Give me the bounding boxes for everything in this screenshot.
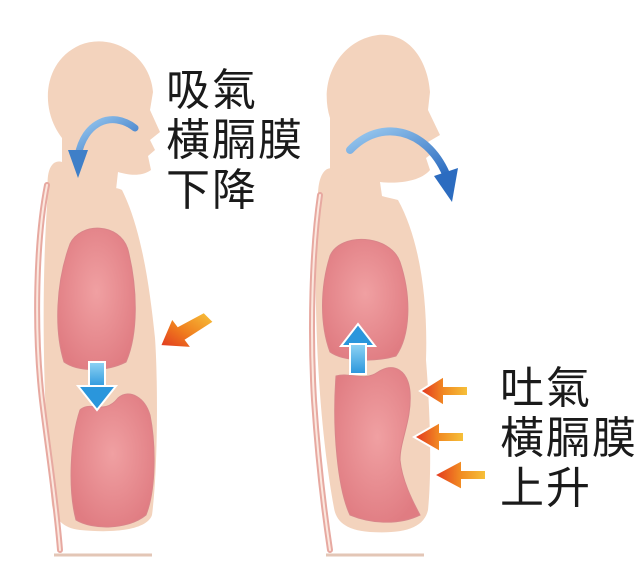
diaphragm-down-arrow-icon [75, 361, 119, 412]
push-arrow-icon [418, 374, 469, 408]
exhale-caption-line-1: 吐氣 [500, 363, 592, 414]
airflow-arrow-icon [68, 116, 139, 178]
push-arrow-icon [431, 458, 487, 492]
exhale-caption-line-3: 上升 [500, 463, 592, 514]
diaphragm-up-arrow-icon [338, 322, 378, 375]
push-arrow-icon [158, 310, 216, 350]
inhale-lung [57, 227, 136, 370]
airflow-arrow-icon [346, 127, 458, 202]
inhale-caption-line-1: 吸氣 [166, 65, 258, 116]
inhale-caption-line-2: 橫膈膜 [166, 115, 304, 166]
inhale-caption-line-3: 下降 [166, 165, 258, 216]
exhale-abdomen [334, 367, 421, 523]
inhale-abdomen [70, 393, 155, 528]
push-arrow-icon [411, 420, 465, 454]
exhale-caption: 吐氣 橫膈膜 上升 [500, 364, 638, 514]
exhale-lung [322, 238, 409, 361]
exhale-figure [309, 34, 487, 557]
inhale-figure [34, 41, 216, 557]
exhale-head [326, 34, 440, 197]
exhale-caption-line-2: 橫膈膜 [500, 413, 638, 464]
inhale-caption: 吸氣 橫膈膜 下降 [166, 66, 304, 216]
